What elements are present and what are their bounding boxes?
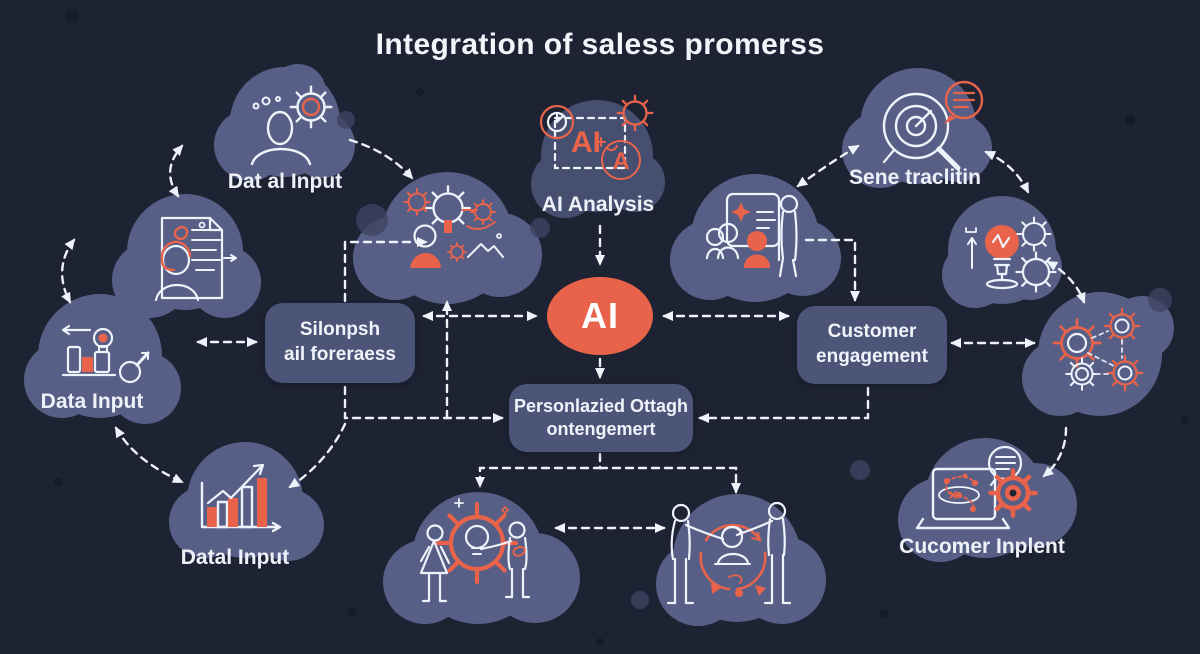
arrow (598, 466, 741, 494)
collaboration-gear-icon (419, 498, 531, 603)
arrow (1046, 260, 1086, 304)
growth-chart-icon (200, 463, 282, 533)
label-ai-analysis: AI Analysis (541, 193, 655, 216)
box-label-line: engagement (816, 346, 928, 367)
arrow (796, 144, 860, 188)
target-magnifier-icon (882, 80, 984, 171)
label-data-input-bottom: Datal Input (180, 546, 290, 569)
arrow (348, 138, 414, 180)
ai-icon-text: AI (571, 126, 601, 159)
sales-forecast-box: Silonpsh ail foreraess (265, 303, 415, 383)
arrow (475, 452, 602, 488)
worker-gears-icon (403, 185, 504, 268)
gear-network-icon (1052, 307, 1144, 392)
box-label-line: ontengemert (546, 419, 656, 439)
arrow (984, 150, 1030, 194)
arrow (168, 144, 184, 198)
laptop-flow-icon (915, 445, 1036, 530)
box-label-line: Customer (827, 321, 917, 343)
arrow (1042, 426, 1068, 478)
arrow (288, 422, 347, 489)
box-label-line: Silonpsh (299, 319, 381, 341)
document-profile-icon (154, 216, 237, 302)
user-gear-icon (250, 85, 333, 166)
team-presentation-icon (705, 192, 799, 278)
ai-analysis-icon: AI A (539, 94, 654, 180)
label-data-input-top: Dat al Input (227, 170, 343, 193)
ai-core-label: AI (581, 295, 619, 336)
arrow (804, 238, 860, 302)
a-badge-text: A (612, 148, 629, 175)
arrow (698, 386, 870, 423)
box-label-line: Personlazied Ottagh (513, 395, 689, 416)
label-scene-tracking: Sene traclitin (849, 166, 981, 189)
page-title: Integration of saless promerss (375, 28, 825, 61)
customer-cycle-icon (666, 501, 792, 605)
arrow (60, 238, 76, 304)
connector-arrows (60, 138, 1086, 533)
box-label-line: ail foreraess (284, 344, 396, 365)
customer-engagement-box: Customer engagement (797, 306, 947, 384)
bar-chart-search-icon (61, 324, 150, 384)
idea-gears-icon (965, 216, 1057, 293)
arrow (343, 237, 428, 303)
arrow (114, 426, 184, 484)
personalized-outreach-box: Personlazied Ottagh ontengemert (509, 384, 693, 452)
ai-core-node: AI (547, 277, 653, 355)
arrow (343, 385, 504, 423)
label-customer-intent: Cucomer Inplent (899, 535, 1065, 558)
label-data-input-left: Data Input (40, 390, 144, 413)
